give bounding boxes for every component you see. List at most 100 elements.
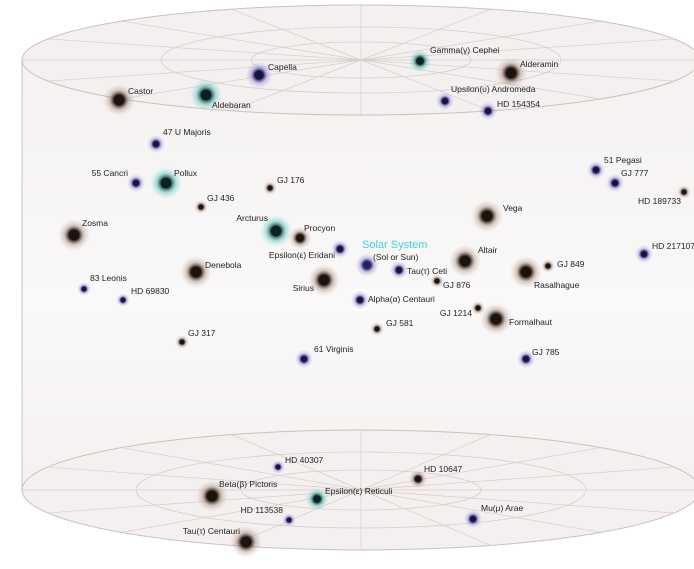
- star-gj-436: GJ 436: [194, 193, 235, 214]
- star-label: GJ 176: [277, 175, 305, 185]
- star-label: Beta(β) Pictoris: [219, 479, 277, 489]
- disk-spoke: [121, 20, 362, 61]
- star-label: GJ 1214: [440, 308, 472, 318]
- star-label: GJ 317: [188, 328, 216, 338]
- disk-spoke: [47, 466, 362, 491]
- star-aldebaran: Aldebaran: [189, 78, 251, 112]
- solar-system: Solar System (Sol or Sun): [355, 239, 427, 277]
- star-dot: [275, 464, 281, 470]
- star-hd-189733: HD 189733: [638, 185, 691, 206]
- star-gamma-cephei: Gamma(γ) Cephei: [408, 45, 500, 73]
- star-dot: [160, 177, 172, 189]
- star-label: Zosma: [82, 218, 108, 228]
- star-dot: [318, 274, 330, 286]
- star-gj-317: GJ 317: [175, 328, 216, 349]
- disk-spoke: [360, 447, 601, 491]
- star-gj-876: GJ 876: [430, 274, 471, 290]
- star-dot: [267, 185, 273, 191]
- star-51-pegasi: 51 Pegasi: [586, 155, 642, 180]
- star-dot: [113, 94, 125, 106]
- disk-spoke: [360, 489, 675, 514]
- star-dot: [523, 356, 529, 362]
- star-vega: Vega: [470, 199, 523, 233]
- star-label: HD 217107: [652, 241, 694, 251]
- star-dot: [179, 339, 185, 345]
- star-label: 55 Cancri: [92, 168, 128, 178]
- sun-dot: [363, 261, 371, 269]
- disk-spoke: [121, 447, 362, 491]
- star-epsilon-reticuli: Epsilon(ε) Reticuli: [305, 486, 393, 511]
- disk-spoke: [47, 38, 362, 61]
- star-dot: [520, 266, 532, 278]
- star-hd-10647: HD 10647: [408, 464, 463, 489]
- star-label: HD 40307: [285, 455, 324, 465]
- disk-spoke: [231, 59, 362, 112]
- star-tau-ceti: Tau(τ) Ceti: [389, 260, 447, 280]
- star-dot: [434, 278, 440, 284]
- star-61-virginis: 61 Virginis: [294, 344, 354, 369]
- star-dot: [81, 286, 87, 292]
- disk-spoke: [47, 59, 362, 82]
- star-55-cancri: 55 Cancri: [92, 168, 146, 193]
- star-label: HD 69830: [131, 286, 170, 296]
- star-label: 47 U Majoris: [163, 127, 211, 137]
- star-dot: [475, 305, 481, 311]
- star-dot: [120, 297, 126, 303]
- star-label: Alpha(α) Centauri: [368, 294, 435, 304]
- star-dot: [641, 251, 647, 257]
- star-mu-arae: Mu(μ) Arae: [463, 503, 523, 529]
- disk-spoke: [360, 489, 601, 533]
- disk-spoke: [360, 8, 491, 61]
- disk-spoke: [121, 59, 362, 100]
- star-label: 61 Virginis: [314, 344, 354, 354]
- disk-spoke: [231, 8, 362, 61]
- star-denebola: Denebola: [179, 255, 242, 289]
- star-sirius: Sirius: [293, 263, 341, 297]
- star-dot: [481, 210, 493, 222]
- star-label: GJ 785: [532, 347, 560, 357]
- top-spokes: [22, 5, 694, 115]
- star-epsilon-eridani: Epsilon(ε) Eridani: [269, 239, 350, 260]
- star-altair: Altair: [448, 244, 498, 278]
- star-gj-1214: GJ 1214: [440, 301, 485, 318]
- star-label: Castor: [128, 86, 153, 96]
- star-label: Rasalhague: [534, 280, 580, 290]
- star-formalhaut: Formalhaut: [479, 302, 553, 336]
- star-label: Capella: [268, 62, 297, 72]
- star-label: Denebola: [205, 260, 242, 270]
- star-label: Pollux: [174, 168, 198, 178]
- star-dot: [153, 141, 159, 147]
- star-dot: [337, 246, 343, 252]
- star-label: Vega: [503, 203, 523, 213]
- star-dot: [505, 67, 517, 79]
- star-label: Sirius: [293, 283, 314, 293]
- star-dot: [206, 490, 218, 502]
- star-dot: [198, 204, 204, 210]
- star-label: Tau(τ) Centauri: [183, 526, 240, 536]
- star-gj-581: GJ 581: [370, 318, 414, 336]
- star-label: Arcturus: [236, 213, 268, 223]
- star-dot: [442, 98, 448, 104]
- star-beta-pictoris: Beta(β) Pictoris: [195, 479, 277, 513]
- star-dot: [374, 326, 380, 332]
- star-label: Formalhaut: [509, 317, 553, 327]
- star-dot: [490, 313, 502, 325]
- star-label: GJ 777: [621, 168, 649, 178]
- star-alderamin: Alderamin: [494, 56, 559, 90]
- star-label: GJ 436: [207, 193, 235, 203]
- star-tau-centauri: Tau(τ) Centauri: [183, 525, 263, 559]
- star-label: Aldebaran: [212, 100, 251, 110]
- star-label: Altair: [478, 245, 498, 255]
- star-label: Tau(τ) Ceti: [407, 266, 447, 276]
- disk-spoke: [360, 59, 491, 112]
- star-hd-113538: HD 113538: [241, 505, 296, 527]
- star-dot: [286, 517, 292, 523]
- star-dot: [459, 255, 471, 267]
- star-pollux: Pollux: [149, 166, 198, 200]
- star-label: HD 154354: [497, 99, 540, 109]
- star-arcturus: Arcturus: [236, 213, 293, 248]
- star-dot: [416, 57, 424, 65]
- star-label: HD 10647: [424, 464, 463, 474]
